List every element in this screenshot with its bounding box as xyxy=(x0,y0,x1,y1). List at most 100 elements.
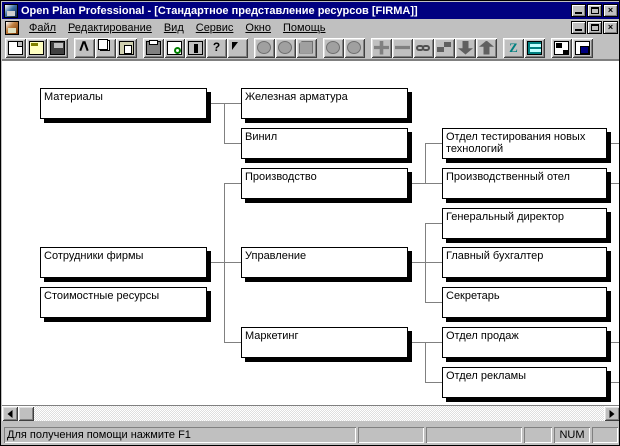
resource-person-icon xyxy=(278,40,292,54)
document-icon[interactable] xyxy=(5,20,19,35)
context-help-arrow-button[interactable] xyxy=(227,37,248,58)
paste-clipboard-button[interactable] xyxy=(116,37,137,58)
print-preview-icon xyxy=(167,40,182,55)
connector-line xyxy=(425,262,442,263)
print-preview-button[interactable] xyxy=(164,37,185,58)
resource-pool-icon xyxy=(326,40,340,54)
window-title: Open Plan Professional - [Стандартное пр… xyxy=(21,4,418,17)
diagram-node-gl-buhgalter[interactable]: Главный бухгалтер xyxy=(442,247,607,278)
diagram-node-proizv-otdel[interactable]: Производственный отел xyxy=(442,168,607,199)
scroll-right-button[interactable] xyxy=(604,406,619,421)
link-button[interactable] xyxy=(413,37,434,58)
resource-skill-icon xyxy=(347,40,361,54)
menu-window[interactable]: Окно xyxy=(239,21,277,35)
status-pane-2 xyxy=(426,427,522,443)
move-down-arrow-button[interactable] xyxy=(455,37,476,58)
right-arrow-icon xyxy=(609,409,615,418)
menu-service-label: Сервис xyxy=(195,21,234,34)
diagram-node-otdel-reklamy[interactable]: Отдел рекламы xyxy=(442,367,607,398)
cut-scissors-button[interactable] xyxy=(74,37,95,58)
open-plan-icon xyxy=(4,3,18,18)
diagram-node-sekretar[interactable]: Секретарь xyxy=(442,287,607,318)
new-button[interactable] xyxy=(5,37,26,58)
open-folder-button[interactable] xyxy=(26,37,47,58)
help-question-icon: ? xyxy=(212,39,221,54)
diagram-node-upravlenie[interactable]: Управление xyxy=(241,247,408,278)
menu-help[interactable]: Помощь xyxy=(277,21,332,35)
diagram-node-stoimostnye[interactable]: Стоимостные ресурсы xyxy=(40,287,207,318)
connector-line xyxy=(408,342,425,343)
copy-button[interactable] xyxy=(95,37,116,58)
resource-shape-button[interactable] xyxy=(296,37,317,58)
menu-file[interactable]: Файл xyxy=(23,21,62,35)
menu-window-label: Окно xyxy=(245,21,271,34)
status-pane-4 xyxy=(592,427,618,443)
menu-service[interactable]: Сервис xyxy=(190,21,240,35)
diagram-node-otdel-test[interactable]: Отдел тестирования новых технологий xyxy=(442,128,607,159)
resource-circle-button[interactable] xyxy=(254,37,275,58)
cascade-windows-button[interactable] xyxy=(572,37,593,58)
resource-skill-button[interactable] xyxy=(344,37,365,58)
tile-windows-button[interactable] xyxy=(551,37,572,58)
menu-items: Файл Редактирование Вид Сервис Окно Помо… xyxy=(23,21,570,35)
mdi-window-buttons: × xyxy=(570,21,619,34)
remove-minus-button[interactable] xyxy=(392,37,413,58)
maximize-button[interactable] xyxy=(587,4,602,17)
connector-line xyxy=(425,342,442,343)
left-arrow-icon xyxy=(7,409,13,418)
diagram-node-otdel-prodazh[interactable]: Отдел продаж xyxy=(442,327,607,358)
add-plus-button[interactable] xyxy=(371,37,392,58)
diagram-node-vinil[interactable]: Винил xyxy=(241,128,408,159)
sort-updown-button[interactable] xyxy=(185,37,206,58)
connector-line xyxy=(408,262,425,263)
save-disk-button[interactable] xyxy=(47,37,68,58)
print-button[interactable] xyxy=(143,37,164,58)
resource-person-button[interactable] xyxy=(275,37,296,58)
connector-line xyxy=(425,183,442,184)
print-icon xyxy=(146,39,161,55)
mdi-close-button[interactable]: × xyxy=(603,21,618,34)
close-button[interactable]: × xyxy=(603,4,618,17)
outdent-steps-button[interactable] xyxy=(434,37,455,58)
connector-line xyxy=(425,143,426,184)
link-icon xyxy=(416,41,431,55)
diagram-node-gen-direktor[interactable]: Генеральный директор xyxy=(442,208,607,239)
diagram-node-sotrudniki[interactable]: Сотрудники фирмы xyxy=(40,247,207,278)
move-up-arrow-icon xyxy=(479,40,494,55)
connector-line xyxy=(408,183,425,184)
diagram-node-marketing[interactable]: Маркетинг xyxy=(241,327,408,358)
help-question-button[interactable]: ? xyxy=(206,37,227,58)
resource-pool-button[interactable] xyxy=(323,37,344,58)
connector-line xyxy=(607,342,619,343)
cascade-windows-icon xyxy=(575,40,590,55)
tile-windows-icon xyxy=(554,40,569,55)
minimize-button[interactable] xyxy=(571,4,586,17)
menu-view[interactable]: Вид xyxy=(158,21,190,35)
horizontal-scrollbar[interactable] xyxy=(2,405,619,421)
zigzag-icon: Z xyxy=(509,39,518,55)
status-pane-3 xyxy=(524,427,552,443)
move-up-arrow-button[interactable] xyxy=(476,37,497,58)
sort-updown-icon xyxy=(188,40,203,55)
diagram-node-proizvodstvo[interactable]: Производство xyxy=(241,168,408,199)
scroll-left-button[interactable] xyxy=(2,406,18,421)
save-disk-icon xyxy=(50,40,65,55)
diagram-node-materialy[interactable]: Материалы xyxy=(40,88,207,119)
mdi-restore-button[interactable] xyxy=(587,21,602,34)
spreadsheet-grid-button[interactable] xyxy=(524,37,545,58)
menu-edit-label: Редактирование xyxy=(68,21,152,34)
menu-edit[interactable]: Редактирование xyxy=(62,21,158,35)
mdi-minimize-button[interactable] xyxy=(571,21,586,34)
scroll-track[interactable] xyxy=(18,406,604,421)
connector-line xyxy=(425,223,426,303)
diagram-node-zheleznaya[interactable]: Железная арматура xyxy=(241,88,408,119)
move-down-arrow-icon xyxy=(458,40,473,55)
connector-line xyxy=(425,342,426,383)
menu-help-label: Помощь xyxy=(282,21,326,34)
connector-line xyxy=(224,262,241,263)
toolbar: ?Z xyxy=(2,36,619,60)
zigzag-button[interactable]: Z xyxy=(503,37,524,58)
scroll-thumb[interactable] xyxy=(18,406,34,421)
